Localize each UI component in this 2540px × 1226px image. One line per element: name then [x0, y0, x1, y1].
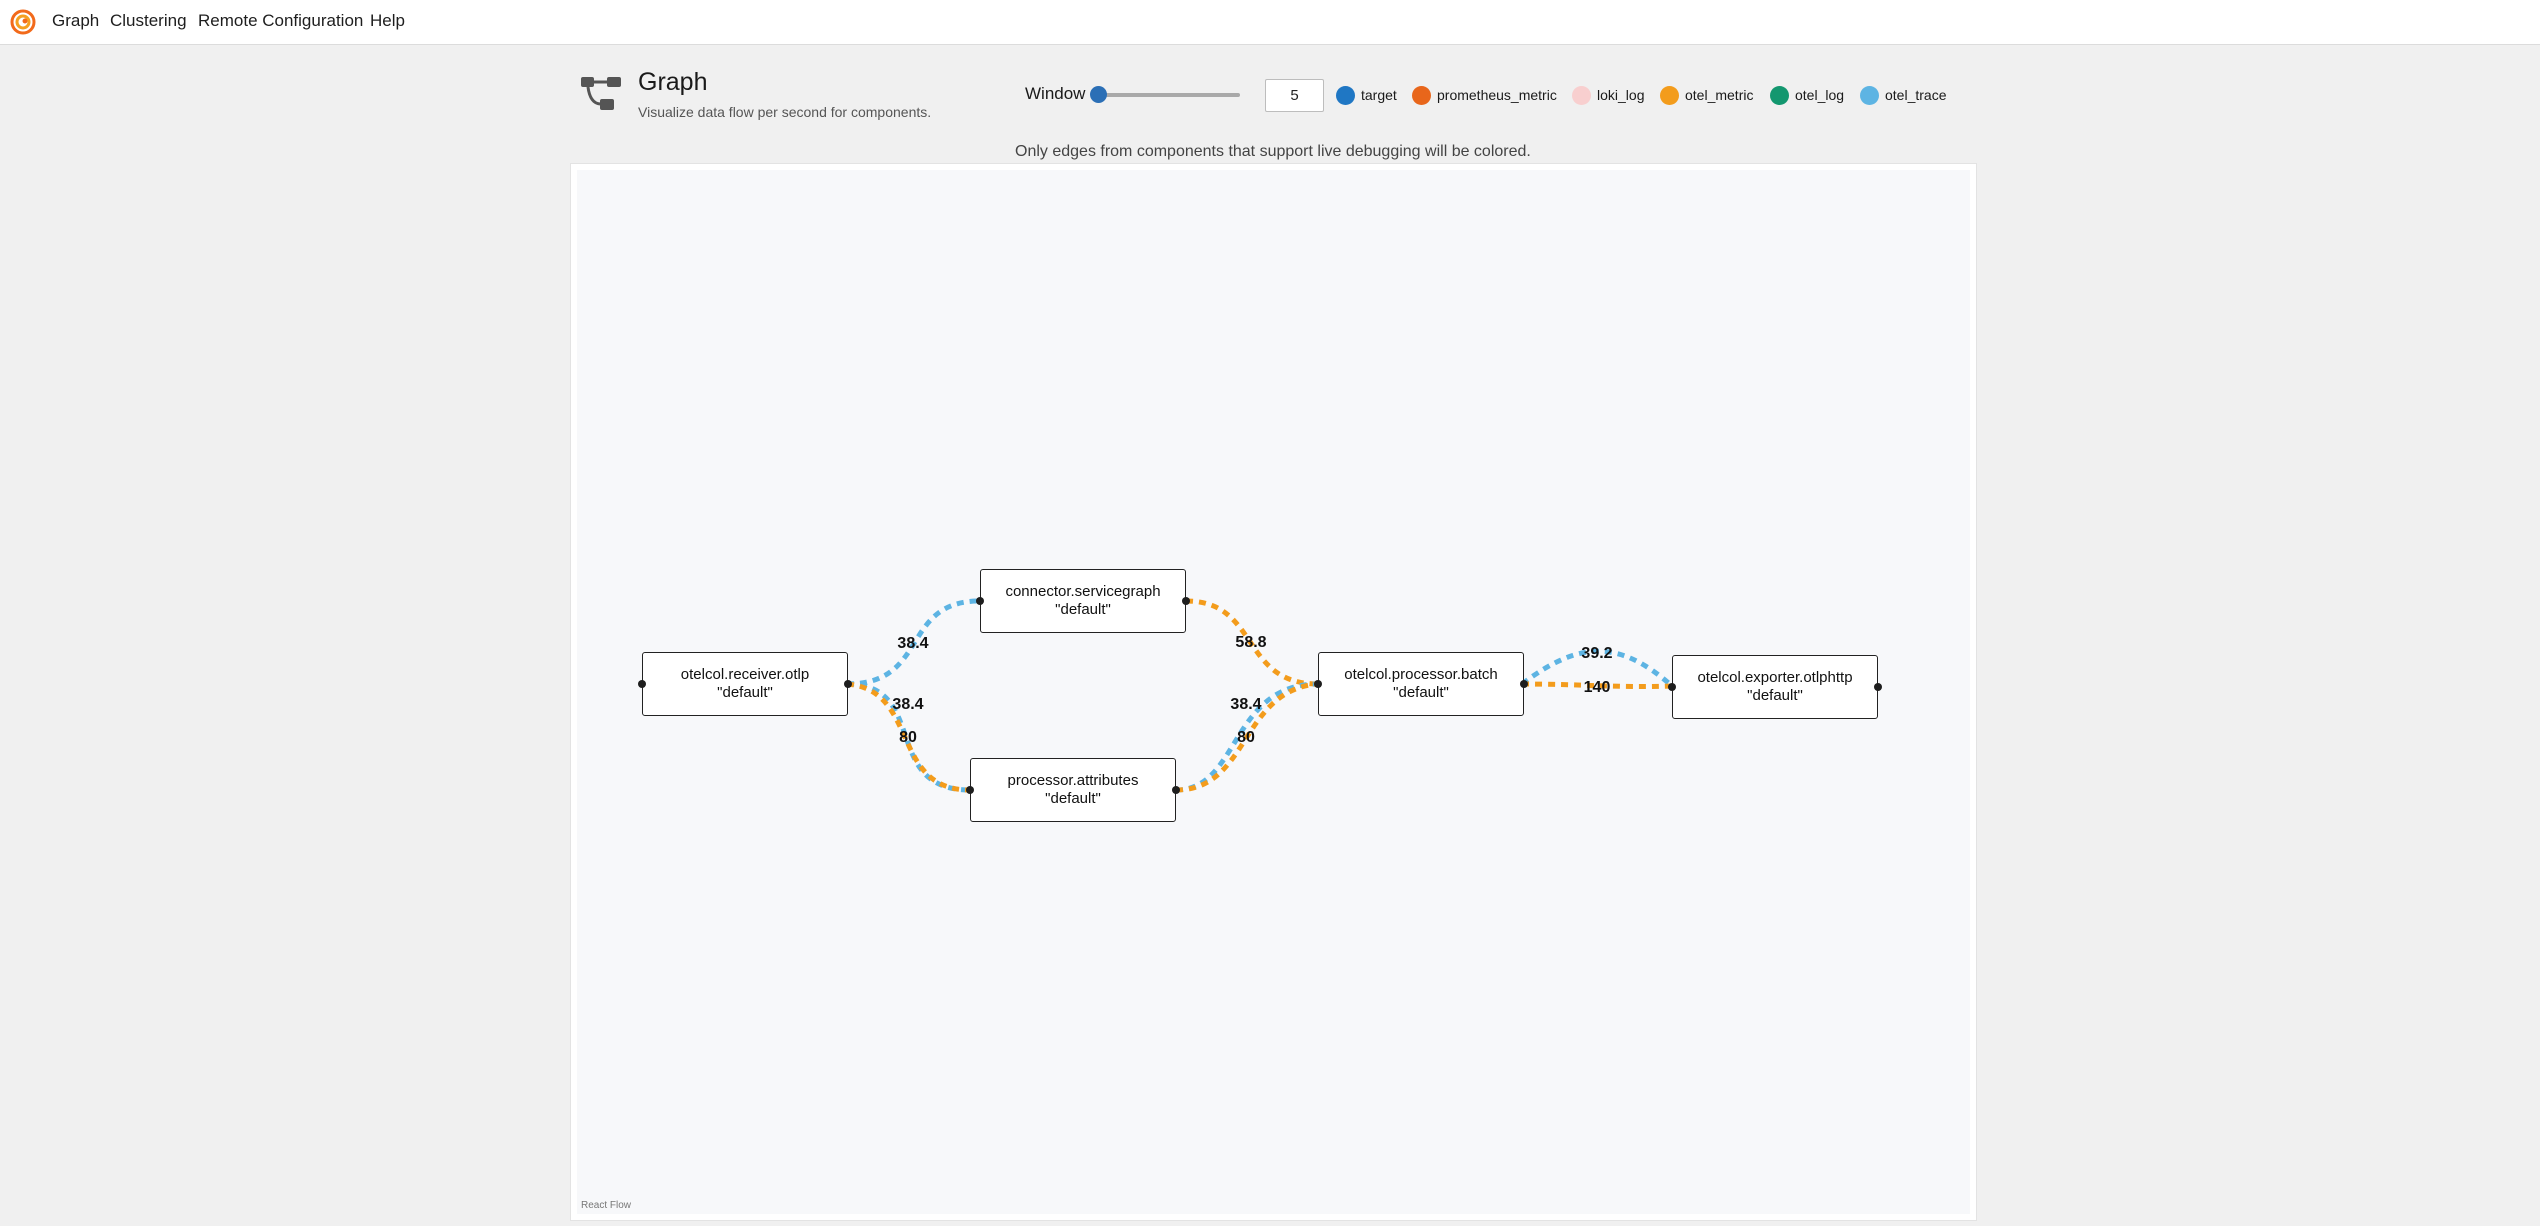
edge-batch-exporter-metric[interactable]: [1521, 681, 1673, 690]
legend-loki-log: loki_log: [1572, 85, 1644, 105]
edge-receiver-servicegraph-trace[interactable]: [846, 598, 981, 687]
nav-remote-configuration[interactable]: Remote Configuration: [198, 11, 364, 30]
node-label: "default": [717, 684, 773, 701]
edge-label: 140: [1584, 679, 1611, 696]
node-label: "default": [1055, 601, 1111, 618]
edge-attributes-batch-trace[interactable]: [1175, 681, 1319, 793]
node-processor-attributes[interactable]: processor.attributes "default": [966, 758, 1180, 822]
edge-label: 39.2: [1581, 645, 1612, 662]
legend-otel-metric: otel_metric: [1660, 85, 1753, 105]
legend-dot-icon: [1412, 85, 1431, 105]
node-name: processor.attributes: [1007, 772, 1139, 789]
edge-attributes-batch-metric[interactable]: [1175, 681, 1319, 793]
edge-label: 58.8: [1235, 634, 1266, 651]
edge-label: 80: [899, 729, 917, 746]
edge-servicegraph-batch-metric[interactable]: [1185, 598, 1319, 687]
node-otelcol-processor-batch[interactable]: otelcol.processor.batch "default": [1314, 652, 1528, 716]
edge-label: 80: [1237, 729, 1255, 746]
alloy-logo-icon[interactable]: [10, 9, 36, 35]
legend-target: target: [1336, 85, 1397, 105]
legend-otel-trace: otel_trace: [1860, 85, 1946, 105]
node-name: otelcol.receiver.otlp: [680, 666, 810, 683]
node-input-handle[interactable]: [1668, 683, 1676, 691]
top-navbar: Graph Clustering Remote Configuration He…: [0, 0, 2540, 45]
node-output-handle[interactable]: [1182, 597, 1190, 605]
edge-receiver-attributes-metric[interactable]: [846, 681, 971, 793]
window-value-input[interactable]: [1265, 79, 1324, 112]
legend-dot-icon: [1770, 85, 1789, 105]
window-slider-track[interactable]: [1097, 93, 1240, 97]
react-flow-attribution[interactable]: React Flow: [581, 1200, 632, 1211]
graph-icon: [581, 77, 621, 110]
window-label: Window: [1025, 84, 1086, 103]
nav-help[interactable]: Help: [370, 11, 405, 30]
node-label: "default": [1045, 790, 1101, 807]
window-slider-thumb[interactable]: [1090, 86, 1107, 103]
node-label: "default": [1393, 684, 1449, 701]
legend-otel-log: otel_log: [1770, 85, 1844, 105]
live-debugging-notice: Only edges from components that support …: [1015, 143, 1531, 160]
edge-label: 38.4: [892, 696, 923, 713]
nav-clustering[interactable]: Clustering: [110, 11, 187, 30]
node-output-handle[interactable]: [1874, 683, 1882, 691]
legend-dot-icon: [1860, 85, 1879, 105]
legend-dot-icon: [1572, 85, 1591, 105]
node-input-handle[interactable]: [966, 786, 974, 794]
node-otelcol-receiver-otlp[interactable]: otelcol.receiver.otlp "default": [638, 652, 852, 716]
node-output-handle[interactable]: [1172, 786, 1180, 794]
edge-label: 38.4: [897, 635, 928, 652]
node-output-handle[interactable]: [1520, 680, 1528, 688]
node-name: otelcol.exporter.otlphttp: [1697, 669, 1853, 686]
node-name: connector.servicegraph: [1005, 583, 1161, 600]
node-input-handle[interactable]: [638, 680, 646, 688]
page-title: Graph: [638, 68, 708, 96]
node-output-handle[interactable]: [844, 680, 852, 688]
node-input-handle[interactable]: [1314, 680, 1322, 688]
legend-dot-icon: [1336, 85, 1355, 105]
node-name: otelcol.processor.batch: [1344, 666, 1498, 683]
edge-label: 38.4: [1230, 696, 1261, 713]
legend-prometheus-metric: prometheus_metric: [1412, 85, 1557, 105]
node-input-handle[interactable]: [976, 597, 984, 605]
page-subtitle: Visualize data flow per second for compo…: [638, 104, 932, 120]
node-connector-servicegraph[interactable]: connector.servicegraph "default": [976, 569, 1190, 633]
edge-batch-exporter-trace[interactable]: [1520, 648, 1674, 688]
node-label: "default": [1747, 687, 1803, 704]
node-otelcol-exporter-otlphttp[interactable]: otelcol.exporter.otlphttp "default": [1668, 655, 1882, 719]
legend-dot-icon: [1660, 85, 1679, 105]
nav-graph[interactable]: Graph: [52, 11, 100, 30]
